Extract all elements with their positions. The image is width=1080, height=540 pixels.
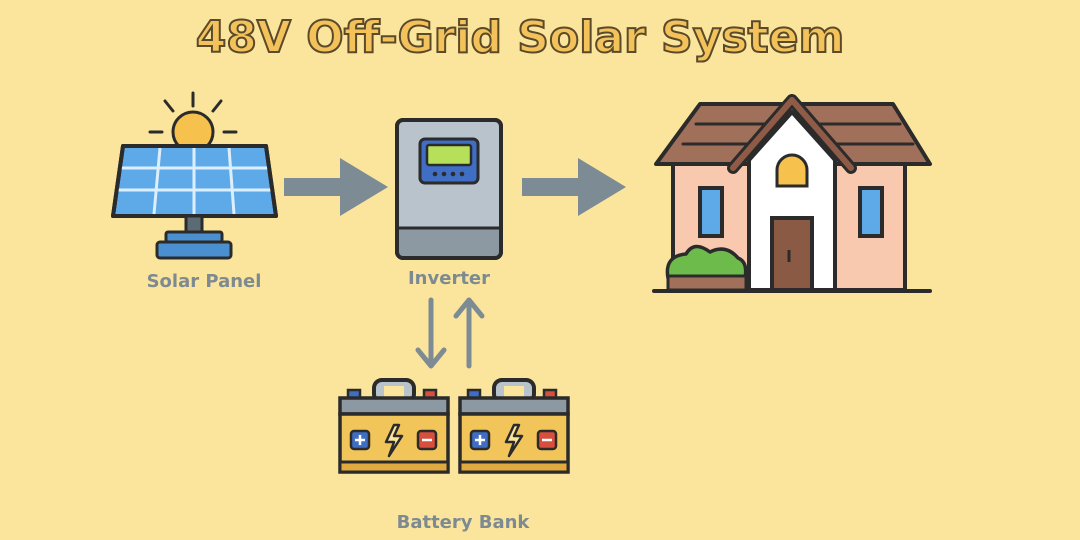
battery-icon xyxy=(338,378,570,474)
arrow-battery-to-inverter xyxy=(453,297,485,369)
diagram-title: 48V Off-Grid Solar System xyxy=(195,11,846,64)
house-icon xyxy=(652,94,932,293)
arrow-inverter-to-house xyxy=(522,158,626,216)
battery-bank-label: Battery Bank xyxy=(396,512,530,533)
arrow-inverter-to-battery xyxy=(415,297,447,369)
inverter-icon xyxy=(395,118,503,260)
arrow-solar-to-inverter xyxy=(284,158,388,216)
solar-panel-icon xyxy=(111,91,278,260)
solar-panel-label: Solar Panel xyxy=(146,271,262,292)
inverter-label: Inverter xyxy=(407,268,491,289)
